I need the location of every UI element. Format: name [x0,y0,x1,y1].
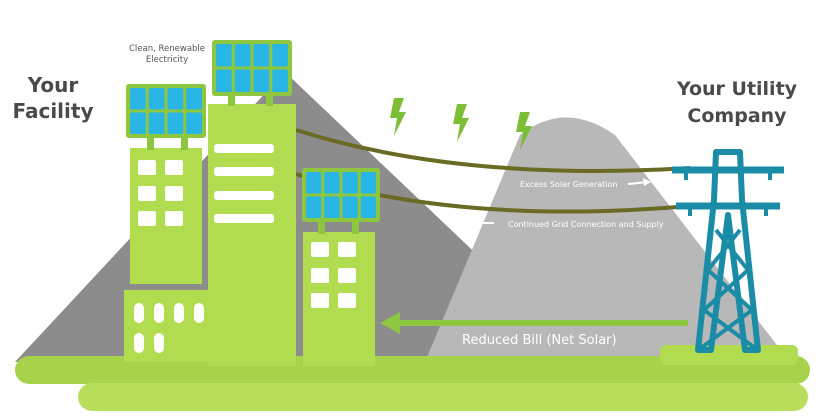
solar-cell [130,88,146,110]
solar-panel-center [212,40,292,106]
your-facility-label: Your Facility [12,73,94,123]
solar-cell [360,196,376,218]
solar-cell [234,44,251,67]
solar-cell [167,112,184,134]
solar-cell [148,88,165,110]
solar-cell [342,196,358,218]
solar-cell [186,112,202,134]
solar-cell [253,69,270,92]
lightning-bolt-icon [453,104,469,142]
solar-cell [324,196,340,218]
windows-left [138,160,183,226]
windows-low [134,303,204,353]
solar-panel-left [126,84,206,150]
windows-right [311,242,356,308]
utility-company-label: Your Utility Company [676,78,798,127]
solar-cell [130,112,146,134]
clean-renewable-label: Clean, Renewable Electricity [128,44,206,65]
lightning-bolt-icon [390,98,406,136]
solar-panel-right [302,168,380,234]
solar-cell [342,172,358,194]
solar-cell [272,69,288,92]
solar-cell [306,172,322,194]
solar-cell [234,69,251,92]
excess-solar-label: Excess Solar Generation [520,180,618,189]
solar-cell [148,112,165,134]
reduced-bill-label: Reduced Bill (Net Solar) [462,333,617,348]
lightning-bolt-icon [516,112,532,150]
tower-base [660,345,798,365]
solar-cell [216,69,232,92]
transmission-tower [672,149,784,353]
arrow-right-icon [627,178,651,186]
solar-cells [130,44,376,218]
arrow-left-icon [472,219,494,227]
solar-cell [272,44,288,67]
reduced-bill-arrow [380,312,688,334]
solar-cell [253,44,270,67]
ground-strip-bottom [78,383,808,411]
power-line-upper [295,128,691,173]
mountain-right [425,117,790,362]
windows-tall [214,144,274,223]
grid-supply-label: Continued Grid Connection and Supply [508,220,664,229]
solar-cell [306,196,322,218]
solar-cell [216,44,232,67]
solar-cell [324,172,340,194]
building-low [124,290,246,362]
solar-cell [167,88,184,110]
solar-cell [186,88,202,110]
solar-cell [360,172,376,194]
